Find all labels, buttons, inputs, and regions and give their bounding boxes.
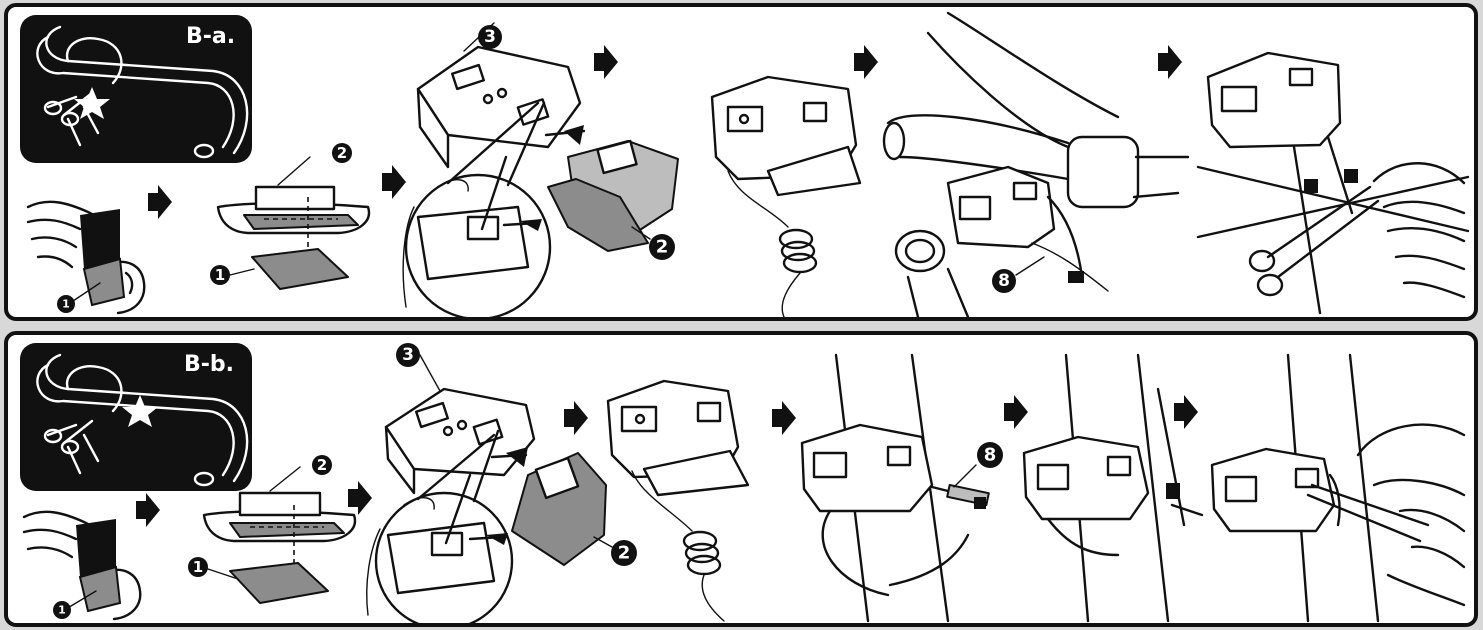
hand-icon [1372, 162, 1466, 299]
svg-text:8: 8 [984, 445, 997, 466]
handlebar-icon [36, 25, 249, 159]
hand-with-pad: 1 [26, 200, 146, 315]
bracket-with-pad: 2 1 [210, 143, 371, 290]
arrow-right-icon [382, 165, 406, 199]
callout-2: 2 [611, 540, 637, 566]
svg-text:2: 2 [618, 543, 631, 564]
arrow-right-icon [148, 185, 172, 219]
scissors-icon [1306, 483, 1430, 543]
svg-text:2: 2 [317, 456, 327, 474]
panel-title: B-a. [186, 24, 235, 49]
arrow-right-icon [564, 401, 588, 435]
callout-1: 1 [210, 265, 230, 285]
arrow-right-icon [1158, 45, 1182, 79]
arrow-right-icon [348, 481, 372, 515]
panel-b-a-illustration: B-a. 1 [20, 11, 1470, 317]
handlebar-inset: B-b. [20, 343, 252, 491]
callout-2: 2 [649, 234, 675, 260]
callout-8: 8 [992, 269, 1016, 293]
arrow-right-icon [1174, 395, 1198, 429]
svg-text:3: 3 [402, 345, 414, 365]
assembled-sensor [710, 75, 862, 317]
cable-tie-icon [1031, 195, 1109, 292]
panel-b-b-illustration: B-b. 1 [20, 343, 1466, 623]
svg-text:1: 1 [215, 266, 225, 284]
panel-b-b: B-b. 1 [4, 331, 1478, 627]
hand-icon [1356, 423, 1466, 607]
svg-text:2: 2 [656, 237, 669, 258]
arrow-right-icon [594, 45, 618, 79]
handlebar-icon [36, 353, 249, 487]
panel-b-a: B-a. 1 [4, 3, 1478, 321]
tightened-on-fork [1022, 353, 1204, 623]
svg-text:3: 3 [484, 27, 496, 47]
arrow-right-icon [136, 493, 160, 527]
trim-cable-ties [1210, 353, 1466, 623]
svg-text:1: 1 [58, 604, 66, 617]
assembled-sensor [606, 379, 750, 622]
bracket-with-pad: 2 1 [188, 455, 357, 604]
trim-cable-ties [1196, 51, 1470, 315]
arrow-right-icon [854, 45, 878, 79]
callout-2: 2 [332, 143, 352, 163]
svg-text:1: 1 [62, 298, 70, 311]
svg-text:8: 8 [998, 271, 1010, 291]
panel-title: B-b. [184, 352, 234, 377]
callout-3: 3 [478, 25, 502, 49]
sensor-assembly: 3 2 [366, 343, 637, 623]
hand-with-pad: 1 [22, 510, 142, 621]
callout-2: 2 [312, 455, 332, 475]
sensor-bracket-icon [416, 45, 582, 169]
cable-tie-icon [888, 483, 990, 587]
callout-1: 1 [53, 601, 71, 619]
sensor-assembly: 3 2 [402, 22, 679, 317]
arrow-right-icon [772, 401, 796, 435]
callout-1: 1 [188, 557, 208, 577]
handlebar-inset: B-a. [20, 15, 252, 163]
cable-tie-icon [1156, 387, 1204, 527]
arrow-right-icon [1004, 395, 1028, 429]
callout-3: 3 [396, 343, 420, 367]
svg-text:2: 2 [337, 144, 347, 162]
svg-text:1: 1 [193, 558, 203, 576]
mounted-on-fork: 8 [800, 353, 1003, 623]
callout-1: 1 [57, 295, 75, 313]
mounted-on-bar: 8 [882, 11, 1190, 317]
scissors-icon [1248, 185, 1380, 297]
callout-8: 8 [977, 442, 1003, 468]
sensor-bracket-icon [384, 387, 536, 495]
